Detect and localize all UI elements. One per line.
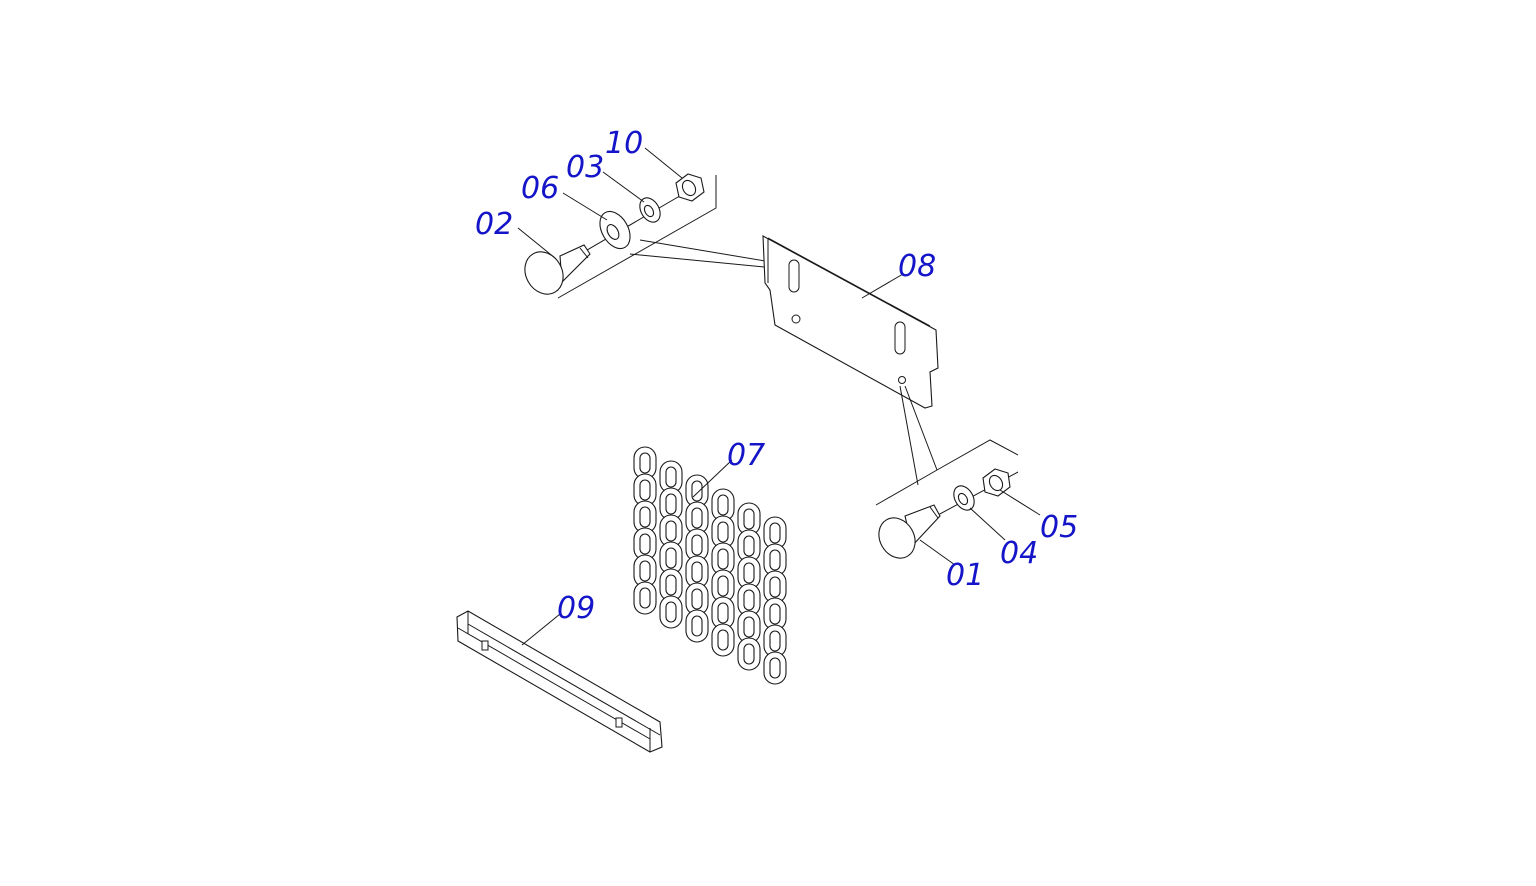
- plate-slot-right: [894, 321, 906, 355]
- chain-link-opening: [717, 602, 729, 624]
- chain-link-opening: [743, 643, 755, 665]
- chain-link-opening: [743, 508, 755, 530]
- leader-08: [861, 273, 904, 299]
- lock-washer-upper: [639, 197, 661, 223]
- chain-link-opening: [769, 549, 781, 571]
- plate-hole-left: [791, 314, 801, 324]
- callout-07: 07: [727, 438, 765, 473]
- chain-link-opening: [639, 587, 651, 609]
- chain-link-opening: [769, 657, 781, 679]
- callout-01: 01: [946, 558, 984, 593]
- chain-link-opening: [769, 630, 781, 652]
- chain-link-opening: [639, 479, 651, 501]
- chain-link-opening: [665, 547, 677, 569]
- leader-10: [644, 147, 683, 179]
- chain-link-opening: [639, 452, 651, 474]
- chain-link-opening: [665, 520, 677, 542]
- chain-link-opening: [743, 589, 755, 611]
- chain-link-opening: [691, 615, 703, 637]
- lower-leader-a: [899, 385, 919, 486]
- chain-link-opening: [743, 616, 755, 638]
- leader-07: [692, 459, 733, 498]
- chain-link-opening: [743, 535, 755, 557]
- callout-06: 06: [521, 171, 559, 206]
- chain-link-opening: [665, 466, 677, 488]
- chain-link-opening: [691, 534, 703, 556]
- upper-bracket-line: [557, 175, 717, 299]
- chain-link-opening: [665, 493, 677, 515]
- chain-link-opening: [769, 522, 781, 544]
- leader-09: [521, 613, 561, 646]
- chain-link-opening: [769, 576, 781, 598]
- leader-03: [602, 171, 645, 203]
- callout-10: 10: [605, 126, 643, 161]
- callout-04: 04: [1000, 536, 1038, 571]
- rail-notch-right: [615, 717, 623, 728]
- chain-rail: [456, 610, 663, 753]
- chain-link-opening: [717, 494, 729, 516]
- chain-link-opening: [691, 480, 703, 502]
- callout-labels: 10 03 06 02 08 07 05 04 01 09: [475, 126, 1078, 626]
- chain-link-opening: [717, 575, 729, 597]
- chain-link-opening: [769, 603, 781, 625]
- chain-link-opening: [691, 588, 703, 610]
- leader-01: [919, 539, 956, 566]
- rail-notch-left: [481, 640, 489, 651]
- chain-link-opening: [717, 629, 729, 651]
- callout-09: 09: [557, 591, 595, 626]
- hex-nut-upper: [675, 173, 705, 202]
- lower-leader-b: [904, 385, 938, 471]
- mounting-plate: [762, 235, 939, 409]
- hex-nut-lower: [982, 468, 1011, 497]
- chain-link-opening: [743, 562, 755, 584]
- leader-05: [999, 489, 1041, 516]
- upper-axis: [569, 189, 691, 261]
- chain-link-opening: [691, 561, 703, 583]
- carriage-bolt-lower: [878, 504, 941, 559]
- lower-bracket-line: [875, 439, 1019, 506]
- chain-link-opening: [717, 521, 729, 543]
- plate-slot-left: [788, 259, 800, 293]
- chain-link-opening: [665, 574, 677, 596]
- leader-04: [969, 507, 1006, 541]
- callout-02: 02: [475, 207, 513, 242]
- chain-link-opening: [665, 601, 677, 623]
- chain-link-opening: [691, 507, 703, 529]
- callout-05: 05: [1040, 510, 1078, 545]
- chain-link-opening: [639, 533, 651, 555]
- chain-link-opening: [639, 560, 651, 582]
- callout-08: 08: [898, 249, 936, 284]
- chain-link-opening: [717, 548, 729, 570]
- lock-washer-lower: [953, 485, 975, 511]
- leader-02: [517, 227, 556, 259]
- callout-03: 03: [566, 150, 604, 185]
- plate-hole-right: [898, 376, 906, 384]
- carriage-bolt-upper: [524, 244, 591, 295]
- chain-link-opening: [639, 506, 651, 528]
- chain-curtain: [633, 446, 787, 685]
- flat-washer: [599, 210, 631, 250]
- leader-06: [562, 192, 608, 221]
- lower-fastener-assembly: [875, 385, 1041, 566]
- upper-fastener-assembly: [517, 147, 796, 299]
